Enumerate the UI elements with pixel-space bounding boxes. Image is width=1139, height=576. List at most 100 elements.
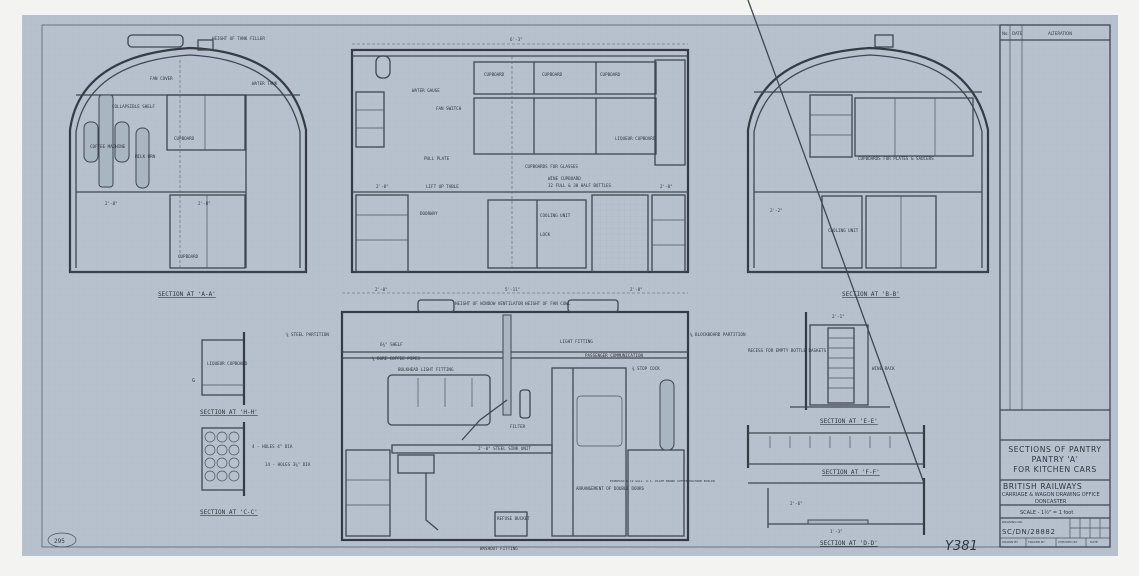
fan-cover [127, 34, 184, 48]
section-a-a: HEIGHT OF TANK FILLER FAN COVER WATER TA… [68, 34, 308, 298]
cupboard-label: CUPBOARD [484, 72, 505, 77]
cut-marker: G [192, 378, 195, 384]
window [387, 374, 491, 426]
window-vent-note: HEIGHT OF WINDOW VENTILATOR [455, 301, 524, 306]
drawing-number: SC/DN/28882 [1002, 528, 1056, 536]
section-e-e: RECESS FOR EMPTY BOTTLE BASKETS WINE RAC… [748, 312, 895, 425]
coffee-pipes-note: ⅝ BORE COFFEE PIPES [372, 356, 420, 361]
organisation: DONCASTER [1035, 499, 1067, 505]
blockboard-note: ⅝ BLOCKBOARD PARTITION [690, 332, 746, 337]
section-f-f-label: SECTION AT 'F-F' [822, 469, 880, 476]
plates-cupboard [854, 97, 974, 157]
coffee-machine-note: COFFEE MACHINE [90, 144, 126, 149]
section-d-d-label: SECTION AT 'D-D' [820, 540, 878, 547]
dimension: 2'-1" [832, 314, 845, 319]
traced-by: TRACED BY [1027, 540, 1045, 544]
glasses-note: CUPBOARDS FOR GLASSES [525, 164, 578, 169]
liqueur-label: LIQUEUR CUPBOARD [615, 136, 656, 141]
bottles-note: 32 FULL & 30 HALF BOTTLES [548, 183, 612, 188]
section-f-f: SECTION AT 'F-F' [746, 425, 926, 476]
water-gauge-note: WATER GAUGE [412, 88, 440, 93]
window-ventilator [417, 299, 455, 313]
section-d-d: 2'-6" 1'-3" SECTION AT 'D-D' [747, 0, 926, 547]
upper-cupboard [166, 94, 246, 151]
date: DATE [1090, 540, 1098, 544]
refuse-note: REFUSE BUCKET [497, 516, 530, 521]
upper-cupboard-label: CUPBOARD [174, 136, 195, 141]
steel-partition-note: ⅜ STEEL PARTITION [286, 332, 329, 337]
drawing-title: PANTRY 'A' [1032, 455, 1079, 464]
plates-note: CUPBOARDS FOR PLATES & SAUCERS [858, 156, 934, 161]
glasses-cupboards [473, 97, 657, 155]
sheet-number-oval [47, 532, 77, 548]
cooling-unit-label: COOLING UNIT [540, 213, 571, 218]
communication-note: PASSENGER COMMUNICATION [585, 353, 643, 358]
drawn-by: DRAWN BY [1002, 540, 1018, 544]
cupboard-label: CUPBOARD [600, 72, 621, 77]
dimension: 2'-2" [770, 208, 783, 213]
shelf-note: COLLAPSIBLE SHELF [112, 104, 155, 109]
section-b-b-label: SECTION AT 'B-B' [842, 291, 900, 298]
stop-cock-note: ⅜ STOP COCK [632, 366, 660, 371]
title-block: No. DATE ALTERATION SECTIONS OF PANTRY P… [999, 24, 1111, 548]
dimension: 2'-0" [660, 184, 673, 189]
boiler-cupboard [627, 449, 685, 537]
wine-rack-note: WINE RACK [872, 366, 895, 371]
dimension: 2'-0" [105, 201, 118, 206]
boiler-note: EXPRESSO & 12 GALL. U.S. PLATE BRAND COF… [610, 479, 715, 483]
light-fitting-note: LIGHT FITTING [560, 339, 593, 344]
dimension: 1'-3" [830, 529, 843, 534]
section-e-e-label: SECTION AT 'E-E' [820, 418, 878, 425]
organisation: CARRIAGE & WAGON DRAWING OFFICE [1002, 492, 1100, 498]
drawing-title: FOR KITCHEN CARS [1013, 465, 1097, 474]
column-alteration: ALTERATION [1048, 31, 1072, 36]
drawing-no-label: DRAWING NO. [1002, 520, 1023, 524]
archive-stamp: Y381 [945, 539, 978, 554]
dimension: 2'-8" [198, 201, 211, 206]
scale: SCALE - 1½" = 1 foot [1020, 509, 1073, 516]
fan-cover-note: FAN COVER [150, 76, 173, 81]
section-a-a-label: SECTION AT 'A-A' [158, 291, 216, 298]
sink-note: 2'-0" STEEL SINK UNIT [478, 446, 531, 451]
water-gauge [375, 55, 391, 79]
holes-note: 4 - HOLES 4" DIA [252, 444, 293, 449]
organisation: BRITISH RAILWAYS [1003, 482, 1082, 491]
recess-note: RECESS FOR EMPTY BOTTLE BASKETS [748, 348, 827, 353]
lower-cupboard [169, 194, 246, 269]
double-doors-note: ARRANGEMENT OF DOUBLE DOORS [576, 486, 645, 491]
refuse-bucket [494, 511, 528, 537]
liqueur-note: LIQUEUR CUPBOARD [207, 361, 248, 366]
filter [519, 389, 531, 419]
lift-table-note: LIFT UP TABLE [426, 184, 459, 189]
dimension: 2'-0" [630, 287, 643, 292]
column-no: No. [1002, 31, 1009, 36]
sheet-number: 295 [54, 538, 65, 545]
section-h-h: LIQUEUR CUPBOARD G SECTION AT 'H-H' [192, 332, 258, 416]
dimension: 2'-0" [376, 184, 389, 189]
cooling-unit [821, 195, 863, 269]
pull-plate-note: PULL PLATE [424, 156, 450, 161]
elevation-upper: CUPBOARD CUPBOARD CUPBOARD WATER GAUGE F… [350, 37, 690, 274]
cooling-unit-label: COOLING UNIT [828, 228, 859, 233]
checked-by: CHECKED BY [1058, 540, 1077, 544]
tank-filler-note: HEIGHT OF TANK FILLER [212, 36, 265, 41]
drawing-title: SECTIONS OF PANTRY [1008, 445, 1101, 454]
wine-rack [827, 327, 855, 404]
washout-note: WASHOUT FITTING [480, 546, 518, 551]
dimension: 6'-3" [510, 37, 523, 42]
section-b-b: CUPBOARDS FOR PLATES & SAUCERS COOLING U… [746, 34, 990, 298]
wine-cupboard-note: WINE CUPBOARD [548, 176, 581, 181]
doorway-label: DOORWAY [420, 211, 438, 216]
milk-urn-note: MILK URN [135, 154, 156, 159]
section-h-h-label: SECTION AT 'H-H' [200, 409, 258, 416]
section-c-c: 4 - HOLES 4" DIA 14 - HOLES 3⅝" DIA SECT… [200, 422, 311, 516]
bulkhead-light-note: BULKHEAD LIGHT FITTING [398, 367, 454, 372]
lower-cupboard-label: CUPBOARD [178, 254, 199, 259]
cupboard-label: CUPBOARD [542, 72, 563, 77]
column-date: DATE [1012, 31, 1023, 36]
elevation-lower: HEIGHT OF WINDOW VENTILATOR HEIGHT OF FA… [286, 287, 746, 551]
section-c-c-label: SECTION AT 'C-C' [200, 509, 258, 516]
water-tank-note: WATER TANK [252, 81, 278, 86]
holes-note: 14 - HOLES 3⅝" DIA [265, 462, 311, 467]
